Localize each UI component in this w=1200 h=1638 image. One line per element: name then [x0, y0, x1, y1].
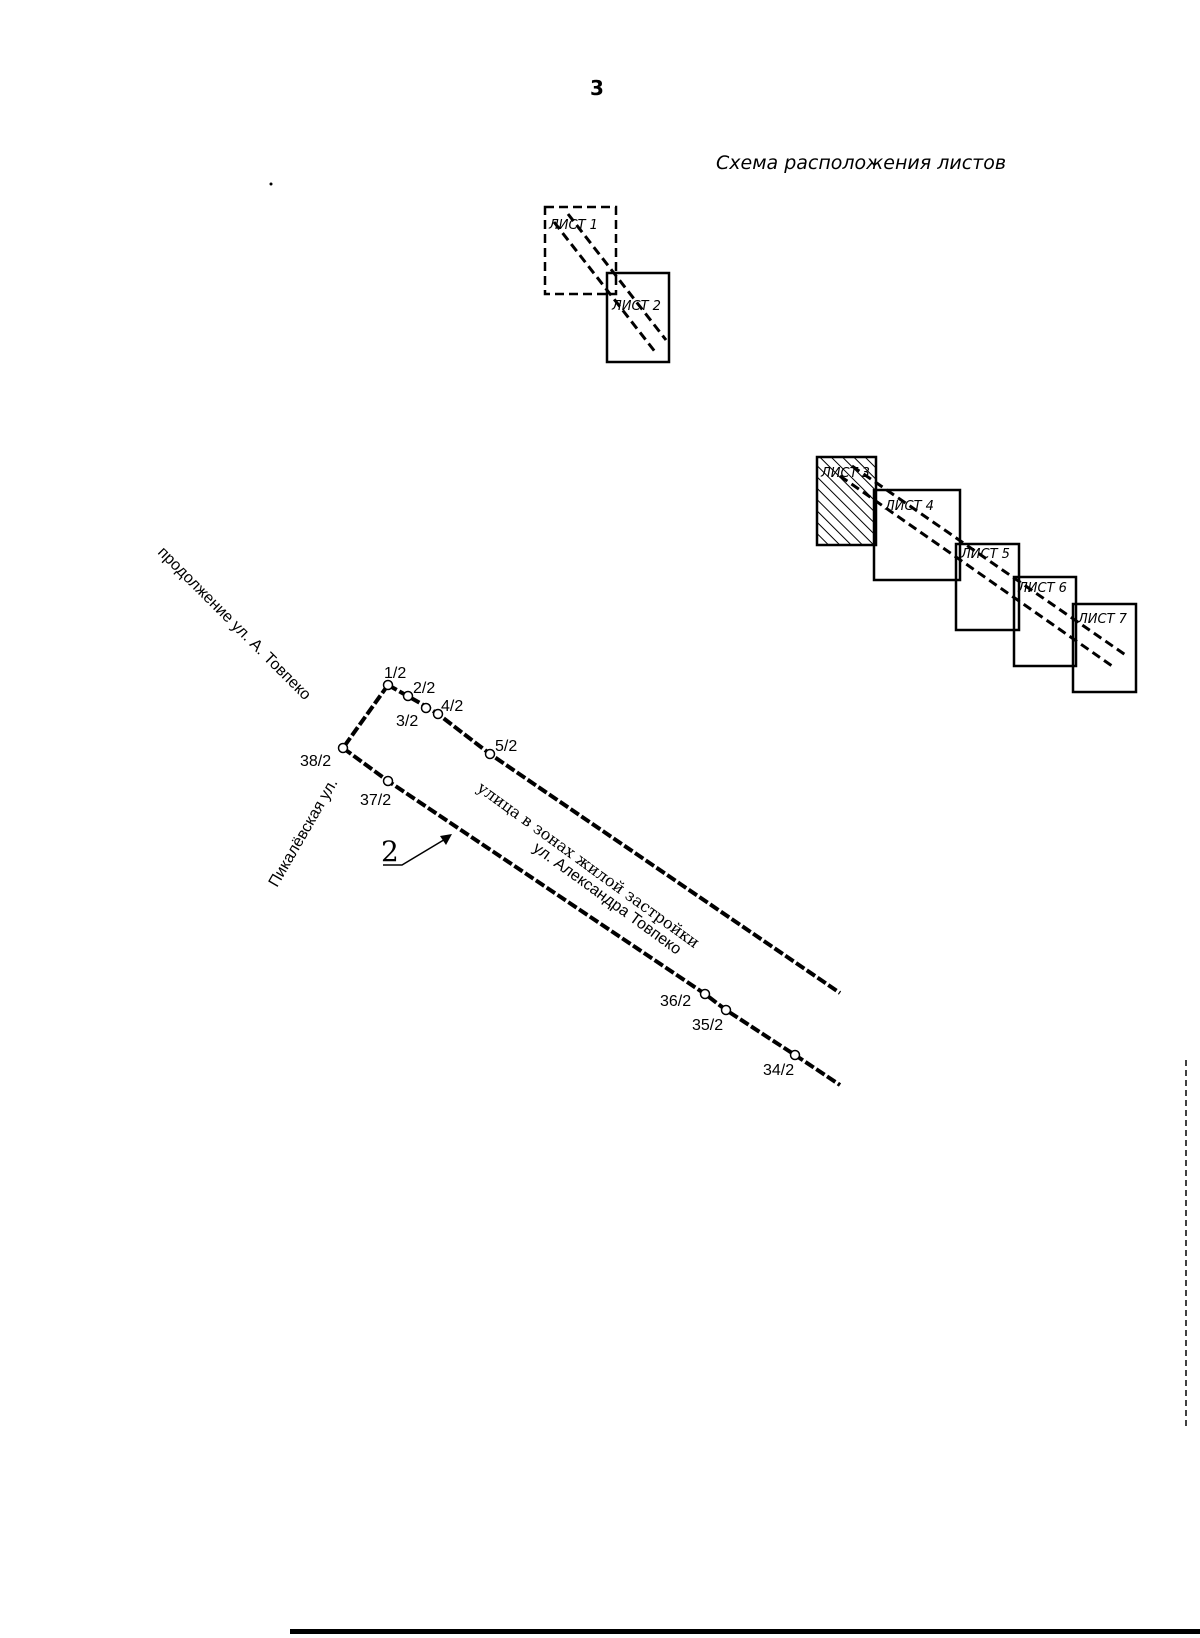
sheet-layout-top: ЛИСТ 1 ЛИСТ 2 [543, 205, 671, 364]
street-label-pikalevskaya: Пикалёвская ул. [266, 776, 342, 890]
point-label: 1/2 [384, 665, 406, 682]
scheme-title: Схема расположения листов [716, 152, 1007, 174]
point-labels: 1/2 2/2 3/2 4/2 5/2 38/2 37/2 36/2 35/2 … [300, 665, 794, 1079]
boundary-point[interactable] [337, 742, 349, 754]
point-label: 3/2 [396, 713, 418, 730]
sheet-5-label: ЛИСТ 5 [960, 547, 1010, 562]
scan-speck [269, 182, 273, 186]
page-number: 3 [590, 76, 604, 100]
boundary-line-west [341, 683, 390, 750]
point-label: 35/2 [692, 1017, 723, 1034]
sheet-1-frame[interactable] [543, 205, 618, 296]
sheet-1-label: ЛИСТ 1 [548, 218, 598, 233]
callout-label: 2 [381, 835, 399, 868]
boundary-point[interactable] [432, 708, 444, 720]
sheet-6-label: ЛИСТ 6 [1017, 581, 1067, 596]
boundary-point[interactable] [382, 679, 394, 691]
boundary-line-south [341, 746, 842, 1087]
point-label: 5/2 [495, 738, 517, 755]
point-label: 4/2 [441, 698, 463, 715]
boundary-point[interactable] [699, 988, 711, 1000]
callout-leader [383, 837, 448, 866]
sheet-3-label: ЛИСТ 3 [820, 466, 870, 481]
point-label: 37/2 [360, 792, 391, 809]
callout-arrowhead [440, 834, 452, 845]
sheet-4-frame[interactable] [872, 488, 962, 582]
route-dashed-line [839, 474, 1116, 670]
boundary-points [337, 679, 801, 1061]
route-dashed-line [552, 221, 658, 354]
sheet-5-frame[interactable] [954, 542, 1021, 632]
sheet-4-label: ЛИСТ 4 [884, 499, 934, 514]
point-label: 34/2 [763, 1062, 794, 1079]
boundary-point[interactable] [382, 775, 394, 787]
street-label-continuation: продолжение ул. А. Товпеко [154, 544, 314, 704]
boundary-point[interactable] [720, 1004, 732, 1016]
street-label-zone: улица в зонах жилой застройки [474, 778, 704, 952]
boundary-point[interactable] [402, 690, 414, 702]
boundary-line-north [387, 683, 842, 995]
sheet-2-frame[interactable] [605, 271, 671, 364]
sheet-layout-right: ЛИСТ 3 ЛИСТ 4 ЛИСТ 5 ЛИСТ 6 ЛИСТ 7 [815, 455, 1138, 694]
point-label: 2/2 [413, 680, 435, 697]
boundary-point[interactable] [484, 748, 496, 760]
page-bottom-border [290, 1629, 1200, 1634]
route-dashed-line [566, 213, 668, 341]
sheet-7-frame[interactable] [1071, 602, 1138, 694]
point-label: 38/2 [300, 753, 331, 770]
sheet-2-label: ЛИСТ 2 [611, 299, 661, 314]
sheet-7-label: ЛИСТ 7 [1077, 612, 1128, 627]
boundary-point[interactable] [420, 702, 432, 714]
boundary-point[interactable] [789, 1049, 801, 1061]
point-label: 36/2 [660, 993, 691, 1010]
callout: 2 [381, 834, 452, 868]
street-label-tovpeko: ул. Александра Товпеко [530, 839, 685, 958]
sheet-3-frame[interactable] [815, 455, 878, 547]
